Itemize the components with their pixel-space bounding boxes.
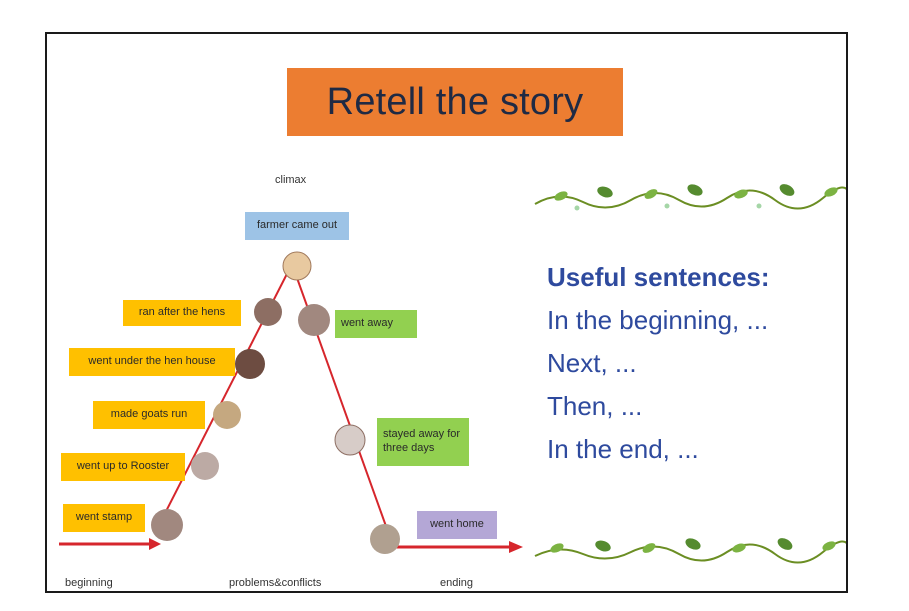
event-stayed-away: stayed away for three days (377, 418, 469, 466)
illustration-stamp (151, 509, 183, 541)
stage-label-ending: ending (440, 577, 474, 589)
falling-action-line (291, 263, 388, 530)
useful-sentence-line: Then, ... (547, 391, 643, 421)
stage-label-beginning: beginning (65, 577, 113, 589)
slide: Retell the story (45, 32, 848, 593)
illustration-hen-house (235, 349, 265, 379)
event-farmer-came-out: farmer came out (245, 212, 349, 240)
entry-arrow-head (149, 538, 161, 550)
event-went-stamp: went stamp (63, 504, 145, 532)
vine-decoration-bottom (534, 538, 846, 564)
illustration-went-home (370, 524, 400, 554)
climax-label: climax (275, 174, 307, 186)
useful-sentence-line: Next, ... (547, 348, 637, 378)
story-illustrations (151, 251, 400, 554)
useful-sentences-heading: Useful sentences: (547, 262, 770, 292)
vine-decoration-top (534, 184, 846, 211)
stage-label-problems: problems&conflicts (229, 577, 322, 589)
slide-title: Retell the story (287, 68, 623, 136)
useful-sentence-line: In the beginning, ... (547, 305, 769, 335)
illustration-ran-after-hens (254, 298, 282, 326)
illustration-stayed-away (334, 424, 366, 456)
event-went-home: went home (417, 511, 497, 539)
illustration-climax (282, 251, 312, 281)
useful-sentence-line: In the end, ... (547, 434, 699, 464)
event-ran-after-hens: ran after the hens (123, 300, 241, 326)
illustration-went-away (298, 304, 330, 336)
event-made-goats-run: made goats run (93, 401, 205, 429)
exit-arrow-head (509, 541, 523, 553)
story-mountain-diagram (59, 184, 846, 564)
useful-sentences: Useful sentences: In the beginning, ... … (547, 256, 770, 471)
illustration-goats (213, 401, 241, 429)
event-went-under-hen-house: went under the hen house (69, 348, 235, 376)
event-went-away: went away (335, 310, 417, 338)
event-went-up-to-rooster: went up to Rooster (61, 453, 185, 481)
illustration-rooster (191, 452, 219, 480)
